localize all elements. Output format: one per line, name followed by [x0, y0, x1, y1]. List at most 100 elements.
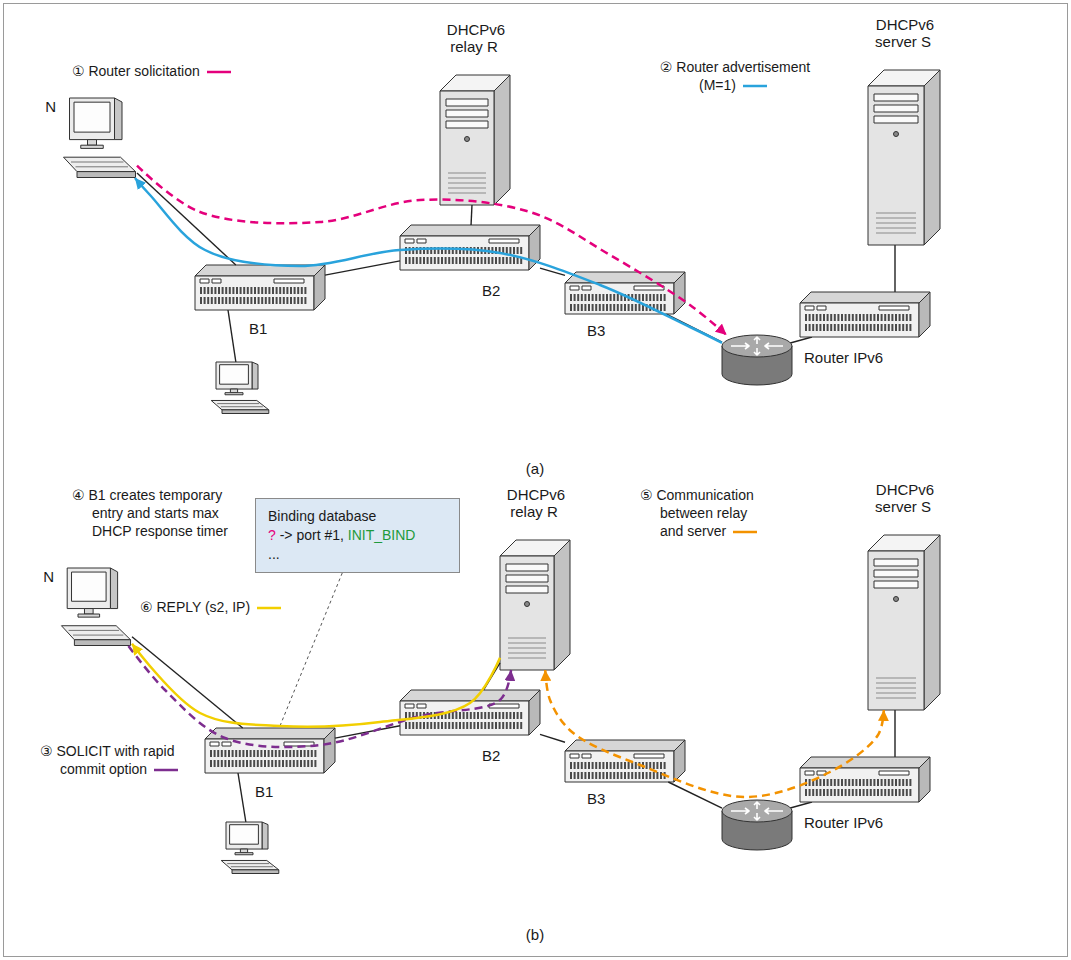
- port: [588, 294, 590, 301]
- port: [859, 314, 861, 321]
- port: [577, 772, 579, 779]
- port: [229, 287, 231, 294]
- vent: [876, 218, 916, 219]
- vent: [508, 643, 546, 644]
- port: [282, 750, 284, 757]
- router-icon: [722, 800, 792, 850]
- port: [873, 314, 875, 321]
- port: [520, 712, 522, 719]
- port: [888, 779, 890, 786]
- port: [624, 772, 626, 779]
- port: [863, 314, 865, 321]
- port: [870, 324, 872, 331]
- leader-line: [279, 573, 342, 728]
- port: [466, 712, 468, 719]
- port: [584, 762, 586, 769]
- drive-bay: [874, 581, 918, 588]
- callout-text: ① Router solicitation: [72, 63, 200, 79]
- router-arrows: [731, 802, 783, 820]
- server-front: [500, 556, 554, 670]
- switch-top: [565, 740, 685, 751]
- key-row: [217, 403, 259, 404]
- port: [412, 722, 414, 729]
- switch-led: [212, 279, 221, 283]
- port: [250, 287, 252, 294]
- network-link: [132, 637, 243, 728]
- switch-led: [570, 286, 579, 290]
- port: [617, 294, 619, 301]
- port: [809, 789, 811, 796]
- port: [243, 287, 245, 294]
- port: [314, 760, 316, 767]
- port: [873, 324, 875, 331]
- server-icon: [500, 540, 570, 670]
- keyboard-edge: [222, 410, 269, 414]
- port: [268, 297, 270, 304]
- port: [638, 772, 640, 779]
- port: [866, 324, 868, 331]
- bridge-switch: B3: [565, 272, 685, 314]
- vent: [508, 638, 546, 639]
- server-side: [924, 535, 940, 710]
- port: [509, 722, 511, 729]
- port: [304, 287, 306, 294]
- network-link: [668, 782, 722, 808]
- port: [499, 257, 501, 264]
- port: [646, 762, 648, 769]
- relay-server: DHCPv6 relay R: [440, 75, 510, 205]
- drive-bay: [874, 570, 918, 577]
- port: [906, 779, 908, 786]
- vent: [876, 223, 916, 224]
- port: [884, 314, 886, 321]
- pc-icon: [61, 568, 130, 646]
- port: [816, 789, 818, 796]
- port: [427, 257, 429, 264]
- port: [250, 297, 252, 304]
- port: [473, 712, 475, 719]
- port: [455, 722, 457, 729]
- port: [517, 247, 519, 254]
- drive-bay: [874, 116, 918, 123]
- port: [437, 257, 439, 264]
- router-arrow: [765, 343, 783, 349]
- port: [574, 762, 576, 769]
- router-icon: [722, 335, 792, 385]
- port: [574, 304, 576, 311]
- port-row: [210, 750, 316, 757]
- port: [253, 760, 255, 767]
- port: [481, 257, 483, 264]
- port: [834, 779, 836, 786]
- port: [517, 722, 519, 729]
- port: [646, 294, 648, 301]
- port: [620, 304, 622, 311]
- drive-bay: [506, 564, 548, 571]
- port: [506, 712, 508, 719]
- port: [859, 789, 861, 796]
- monitor-stand: [240, 849, 247, 853]
- device-label: Router IPv6: [802, 349, 885, 366]
- monitor-base: [235, 853, 253, 855]
- router-top: [722, 335, 792, 357]
- port: [588, 772, 590, 779]
- host-computer: N: [60, 568, 132, 646]
- cable: [228, 310, 236, 363]
- port: [416, 257, 418, 264]
- port: [254, 297, 256, 304]
- port: [268, 287, 270, 294]
- port: [819, 314, 821, 321]
- port: [224, 750, 226, 757]
- port: [664, 294, 666, 301]
- key-row: [231, 866, 273, 867]
- port: [899, 314, 901, 321]
- keyboard: [61, 626, 130, 640]
- port: [881, 314, 883, 321]
- message-arrow: [135, 178, 722, 343]
- key-row: [227, 863, 269, 864]
- port: [275, 760, 277, 767]
- port: [809, 779, 811, 786]
- server-side: [924, 70, 940, 245]
- port-row: [405, 722, 522, 729]
- port: [827, 314, 829, 321]
- port: [242, 760, 244, 767]
- port: [827, 789, 829, 796]
